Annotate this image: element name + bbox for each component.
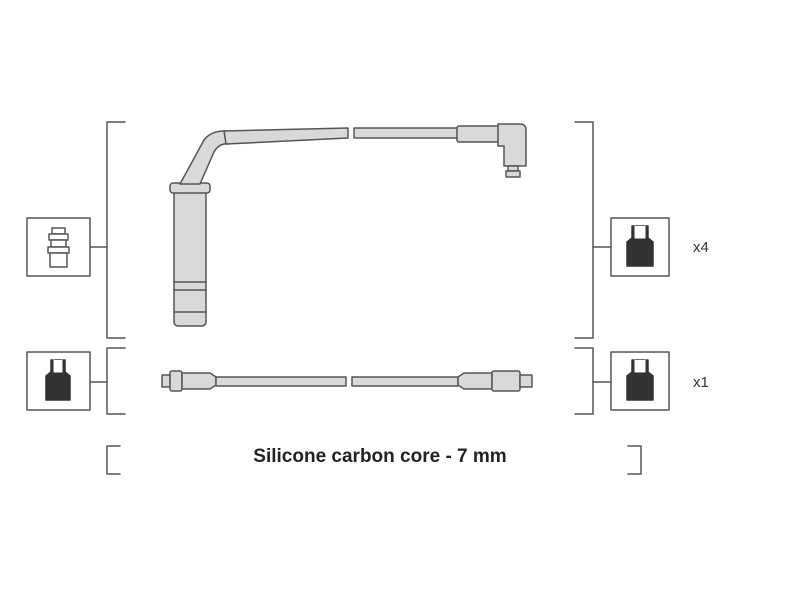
right-bracket-top <box>574 121 594 339</box>
caption-bracket-right <box>627 445 642 475</box>
quantity-label-top: x4 <box>693 239 709 256</box>
left-bracket-top <box>106 121 126 339</box>
boot-terminal-icon <box>610 217 670 277</box>
quantity-label-bottom: x1 <box>693 374 709 391</box>
spark-plug-terminal-icon <box>26 217 91 277</box>
ignition-lead-bottom <box>161 370 533 392</box>
left-bracket-bottom <box>106 347 126 415</box>
ignition-lead-top <box>169 123 527 327</box>
boot-terminal-icon <box>26 351 91 411</box>
boot-terminal-icon <box>610 351 670 411</box>
caption-bracket-left <box>106 445 121 475</box>
caption: Silicone carbon core - 7 mm <box>253 446 507 467</box>
right-bracket-bottom <box>574 347 594 415</box>
